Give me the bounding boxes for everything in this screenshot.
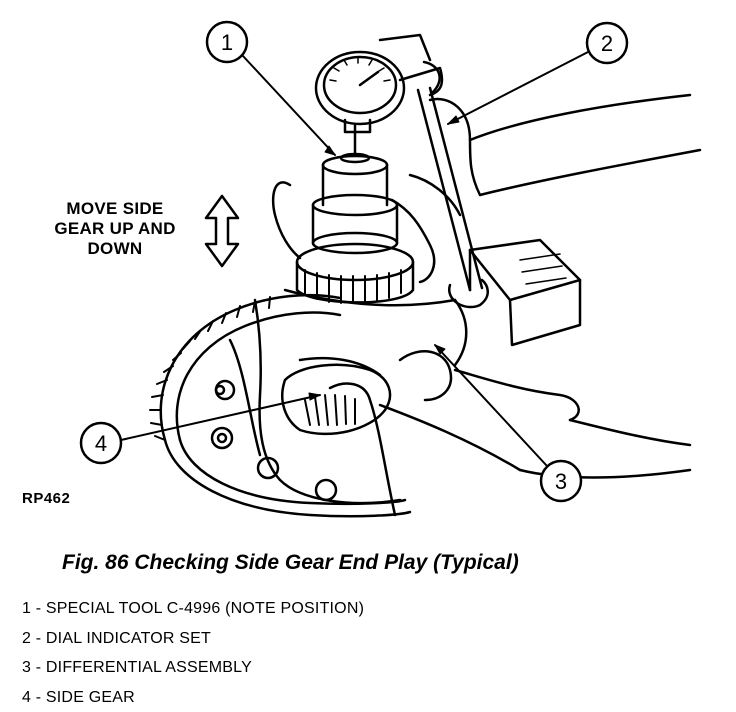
parts-legend: 1 - SPECIAL TOOL C-4996 (NOTE POSITION) … xyxy=(22,594,364,712)
move-side-gear-label: MOVE SIDE GEAR UP AND DOWN xyxy=(38,199,192,259)
hand-lower xyxy=(330,351,690,515)
differential-illustration: 1 2 3 4 xyxy=(0,0,736,530)
callout-1-number: 1 xyxy=(221,30,233,55)
legend-item-side-gear: 4 - SIDE GEAR xyxy=(22,683,364,712)
differential-case xyxy=(212,290,466,503)
move-label-line-2: GEAR UP AND xyxy=(38,219,192,239)
legend-item-dial-indicator: 2 - DIAL INDICATOR SET xyxy=(22,624,364,654)
move-label-line-3: DOWN xyxy=(38,239,192,259)
magnetic-base xyxy=(470,240,580,345)
figure-reference-code: RP462 xyxy=(22,490,70,507)
double-headed-vertical-arrow-icon xyxy=(206,196,238,266)
legend-item-differential-assembly: 3 - DIFFERENTIAL ASSEMBLY xyxy=(22,653,364,683)
hand-upper xyxy=(273,95,700,282)
callout-4 xyxy=(81,393,320,463)
callout-4-number: 4 xyxy=(95,431,107,456)
callout-3-number: 3 xyxy=(555,469,567,494)
callout-2-number: 2 xyxy=(601,31,613,56)
move-label-line-1: MOVE SIDE xyxy=(38,199,192,219)
figure-caption: Fig. 86 Checking Side Gear End Play (Typ… xyxy=(62,551,519,575)
legend-item-special-tool: 1 - SPECIAL TOOL C-4996 (NOTE POSITION) xyxy=(22,594,364,624)
dial-indicator xyxy=(316,35,442,132)
